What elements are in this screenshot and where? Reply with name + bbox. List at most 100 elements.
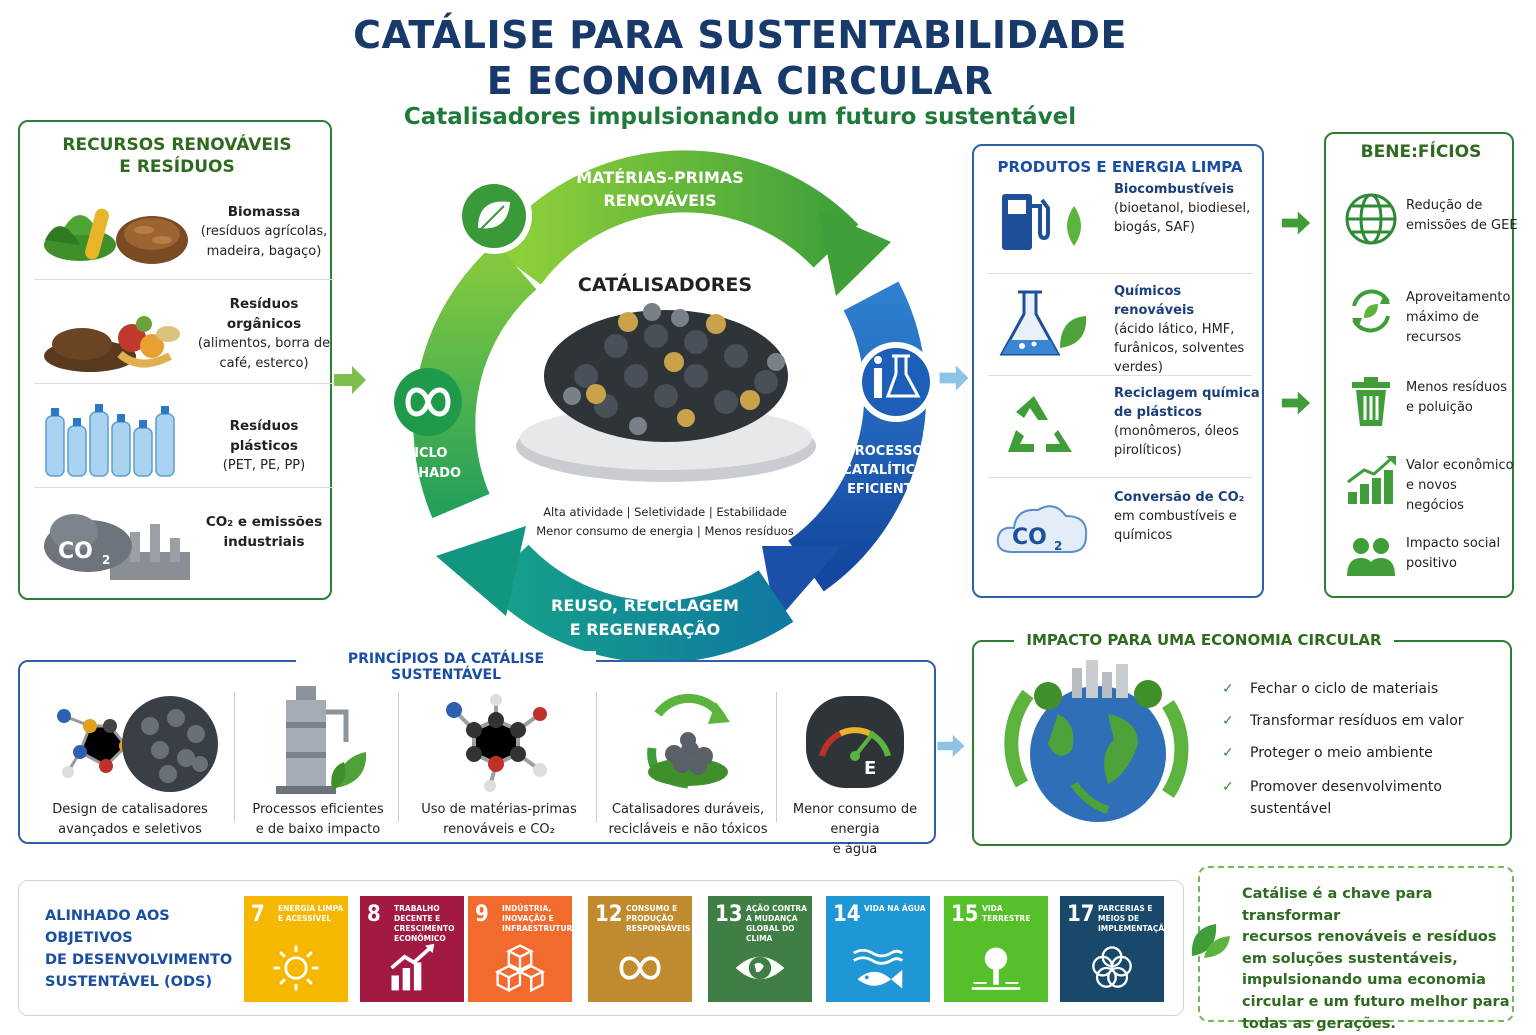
product-item-recycling: Reciclagem química de plásticos (monômer…: [988, 376, 1260, 478]
impact-panel: IMPACTO PARA UMA ECONOMIA CIRCULAR ✓Fech…: [972, 631, 1512, 846]
cubes-icon: [494, 944, 546, 993]
title-line-2: E ECONOMIA CIRCULAR: [486, 59, 994, 103]
infinity-icon: [619, 956, 661, 980]
cycle-diagram: [394, 150, 936, 663]
benefit-text: Aproveitamento máximo de recursos: [1406, 290, 1511, 345]
leaf-icon: [1191, 924, 1230, 958]
benefits-heading: BENE:FÍCIOS: [1360, 142, 1482, 162]
recycle-icon: [1008, 396, 1072, 452]
ods-goal-number: 13: [715, 902, 743, 927]
check-icon: ✓: [1222, 745, 1234, 761]
organic-waste-icon: [44, 316, 180, 372]
co2-cloud-icon: CO 2: [996, 505, 1088, 553]
product-item-co2-conversion: CO 2 Conversão de CO₂ em combustíveis e …: [988, 478, 1252, 580]
co2-factory-icon: CO 2: [44, 514, 190, 580]
arrow-right-icon: [1281, 211, 1311, 235]
impact-item: ✓Proteger o meio ambiente: [1222, 742, 1433, 764]
products-panel: PRODUTOS E ENERGIA LIMPA Biocombustíveis…: [972, 144, 1264, 598]
ods-goal-title: VIDA TERRESTRE: [982, 904, 1031, 923]
arrow-right-icon: [1281, 391, 1311, 415]
biomass-icon: [44, 208, 188, 264]
ods-goal-title: INDÚSTRIA, INOVAÇÃO E INFRAESTRUTURA: [502, 904, 579, 933]
product-item-biofuels: Biocombustíveis (bioetanol, biodiesel, b…: [988, 172, 1252, 274]
page-title: CATÁLISE PARA SUSTENTABILIDADE E ECONOMI…: [0, 12, 1480, 104]
ods-goal-number: 12: [595, 902, 623, 927]
divider: [596, 692, 597, 822]
resource-desc: industriais: [223, 534, 305, 550]
divider: [398, 692, 399, 822]
molecule-icon: [446, 694, 547, 792]
divider: [234, 692, 235, 822]
growth-icon: [390, 943, 435, 991]
ods-goal-7: 7 ENERGIA LIMPA E ACESSÍVEL: [244, 896, 348, 1002]
ods-goal-title: ENERGIA LIMPA E ACESSÍVEL: [278, 904, 344, 923]
resource-desc: (PET, PE, PP): [222, 458, 306, 473]
resource-title: Resíduos orgânicos: [226, 296, 302, 332]
products-heading: PRODUTOS E ENERGIA LIMPA: [997, 158, 1243, 176]
svg-text:CO: CO: [58, 539, 93, 564]
ods-goal-number: 7: [251, 902, 265, 927]
people-icon: [1347, 538, 1395, 576]
energy-gauge-icon: E: [806, 696, 904, 788]
resource-item-co2: CO 2 CO₂ e emissões industriais: [34, 492, 334, 592]
sun-icon: [273, 945, 319, 991]
growth-chart-icon: [1347, 456, 1396, 504]
product-title: Químicos renováveis: [1114, 284, 1195, 318]
eye-globe-icon: [735, 956, 785, 980]
resource-item-organic: Resíduos orgânicos (alimentos, borra de …: [34, 284, 334, 384]
divider: [776, 692, 777, 822]
impact-item: ✓Promover desenvolvimento sustentável: [1222, 776, 1450, 820]
check-icon: ✓: [1222, 681, 1234, 697]
ods-goal-number: 9: [475, 902, 489, 927]
product-title: Conversão de CO₂: [1114, 490, 1245, 505]
product-desc: em combustíveis e químicos: [1114, 509, 1237, 543]
svg-text:2: 2: [102, 553, 110, 567]
tree-icon: [971, 947, 1021, 990]
benefit-text: Menos resíduos e poluição: [1406, 380, 1507, 415]
benefits-panel: BENE:FÍCIOS Redução de emissões de GEE A…: [1324, 132, 1518, 598]
resource-item-plastics: Resíduos plásticos (PET, PE, PP): [34, 388, 334, 488]
ods-goal-title: TRABALHO DECENTE E CRESCIMENTO ECONÔMICO: [394, 904, 455, 943]
svg-text:2: 2: [1054, 539, 1062, 553]
ods-goal-title: PARCERIAS E MEIOS DE IMPLEMENTAÇÃO: [1098, 904, 1171, 933]
ods-goal-9: 9 INDÚSTRIA, INOVAÇÃO E INFRAESTRUTURA: [468, 896, 579, 1002]
title-line-1: CATÁLISE PARA SUSTENTABILIDADE: [353, 13, 1127, 57]
product-desc: (ácido lático, HMF, furânicos, solventes…: [1114, 322, 1245, 375]
catalyst-title: CATÁLISADORES: [577, 274, 753, 296]
circular-arrows-icon: [1352, 289, 1390, 333]
ods-goal-8: 8 TRABALHO DECENTE E CRESCIMENTO ECONÔMIC…: [360, 896, 464, 1002]
resource-title: Resíduos plásticos: [229, 418, 299, 454]
ods-goal-title: AÇÃO CONTRA A MUDANÇA GLOBAL DO CLIMA: [746, 904, 807, 943]
earth-globe-icon: [1004, 660, 1189, 822]
benefit-item: Menos resíduos e poluição: [1340, 372, 1510, 432]
recycle-catalyst-icon: [647, 693, 730, 789]
principles-heading: PRINCÍPIOS DA CATÁLISE SUSTENTÁVEL: [296, 651, 596, 683]
fish-icon: [853, 948, 904, 989]
benefit-item: Redução de emissões de GEE: [1340, 190, 1518, 250]
ods-goal-number: 17: [1067, 902, 1095, 927]
impact-heading: IMPACTO PARA UMA ECONOMIA CIRCULAR: [1014, 631, 1394, 649]
ods-goal-number: 8: [367, 902, 381, 927]
benefit-text: Valor econômico e novos negócios: [1406, 458, 1514, 513]
resource-item-biomass: Biomassa (resíduos agrícolas, madeira, b…: [34, 180, 334, 280]
ods-goal-title: CONSUMO E PRODUÇÃO RESPONSÁVEIS: [626, 904, 691, 933]
benefit-text: Redução de emissões de GEE: [1406, 198, 1518, 233]
product-item-chemicals: Químicos renováveis (ácido lático, HMF, …: [988, 274, 1252, 376]
svg-text:CO: CO: [1012, 525, 1047, 550]
trash-can-icon: [1352, 377, 1390, 426]
arrow-right-icon: [334, 366, 366, 394]
impact-item: ✓Fechar o ciclo de materiais: [1222, 678, 1438, 700]
resource-desc: (alimentos, borra de café, esterco): [197, 336, 331, 371]
principles-panel: PRINCÍPIOS DA CATÁLISE SUSTENTÁVEL Desig…: [18, 651, 936, 857]
